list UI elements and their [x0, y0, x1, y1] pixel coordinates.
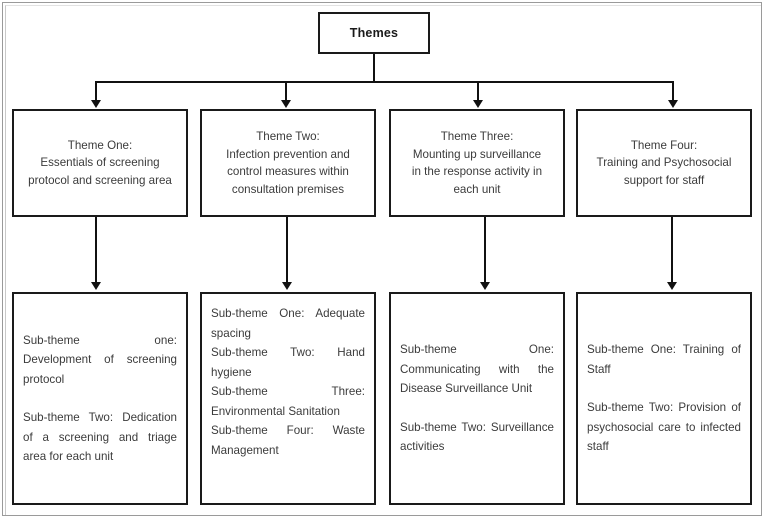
root-node-themes[interactable]: Themes [318, 12, 430, 54]
theme-arrow-icon-2 [281, 100, 291, 108]
theme-drop-connector-4 [672, 81, 674, 101]
subtheme-three-block-2: Sub-theme Two: Surveillance activities [400, 420, 554, 454]
theme-three-line-1: Theme Three: [440, 130, 514, 143]
theme-two-line-3: control measures within [227, 165, 349, 178]
theme-arrow-icon-1 [91, 100, 101, 108]
theme-two-line-1: Theme Two: [256, 130, 320, 143]
subtheme-drop-connector-1 [95, 217, 97, 283]
theme-node-two[interactable]: Theme Two: Infection prevention and cont… [200, 109, 376, 217]
theme-three-line-4: each unit [453, 182, 501, 196]
theme-one-line-1: Theme One: [67, 138, 133, 152]
theme-two-line-4: consultation premises [231, 182, 345, 196]
subtheme-two-block-1: Sub-theme One: Adequate spacing [211, 307, 365, 340]
theme-three-line-2: Mounting up surveillance [412, 147, 542, 161]
theme-node-three[interactable]: Theme Three: Mounting up surveillance in… [389, 109, 565, 217]
subtheme-three-block-1: Sub-theme One: Communicating with the Di… [400, 343, 554, 396]
subtheme-arrow-icon-3 [480, 282, 490, 290]
theme-four-line-1: Theme Four: [630, 138, 698, 152]
subtheme-drop-connector-2 [286, 217, 288, 283]
theme-drop-connector-1 [95, 81, 97, 101]
theme-node-four[interactable]: Theme Four: Training and Psychosocial su… [576, 109, 752, 217]
theme-node-one[interactable]: Theme One: Essentials of screening proto… [12, 109, 188, 217]
subtheme-node-three[interactable]: Sub-theme One: Communicating with the Di… [389, 292, 565, 505]
theme-bus-connector [96, 81, 674, 83]
root-stem-connector [373, 54, 375, 82]
subtheme-four-block-2: Sub-theme Two: Provision of psychosocial… [587, 401, 741, 454]
subtheme-arrow-icon-4 [667, 282, 677, 290]
subtheme-node-four[interactable]: Sub-theme One: Training of Staff Sub-the… [576, 292, 752, 505]
theme-four-line-2: Training and Psychosocial [596, 156, 732, 170]
theme-one-line-3: protocol and screening area [28, 173, 172, 187]
theme-three-line-3: in the response activity in [411, 165, 543, 178]
subtheme-two-block-4: Sub-theme Four: Waste Management [211, 424, 365, 457]
subtheme-node-one[interactable]: Sub-theme one: Development of screening … [12, 292, 188, 505]
subtheme-arrow-icon-1 [91, 282, 101, 290]
theme-four-line-3: support for staff [623, 173, 705, 187]
theme-one-line-2: Essentials of screening [40, 156, 160, 170]
subtheme-one-block-1: Sub-theme one: Development of screening … [23, 333, 177, 386]
root-node-label: Themes [349, 26, 399, 40]
subtheme-drop-connector-4 [671, 217, 673, 283]
subtheme-one-block-2: Sub-theme Two: Dedication of a screening… [23, 411, 177, 463]
subtheme-drop-connector-3 [484, 217, 486, 283]
theme-drop-connector-2 [285, 81, 287, 101]
theme-two-line-2: Infection prevention and [226, 147, 350, 161]
subtheme-node-two[interactable]: Sub-theme One: Adequate spacing Sub-them… [200, 292, 376, 505]
theme-arrow-icon-3 [473, 100, 483, 108]
subtheme-four-block-1: Sub-theme One: Training of Staff [587, 343, 741, 376]
subtheme-two-block-2: Sub-theme Two: Hand hygiene [211, 346, 365, 379]
theme-drop-connector-3 [477, 81, 479, 101]
theme-arrow-icon-4 [668, 100, 678, 108]
subtheme-two-block-3: Sub-theme Three: Environmental Sanitatio… [211, 385, 365, 418]
subtheme-arrow-icon-2 [282, 282, 292, 290]
